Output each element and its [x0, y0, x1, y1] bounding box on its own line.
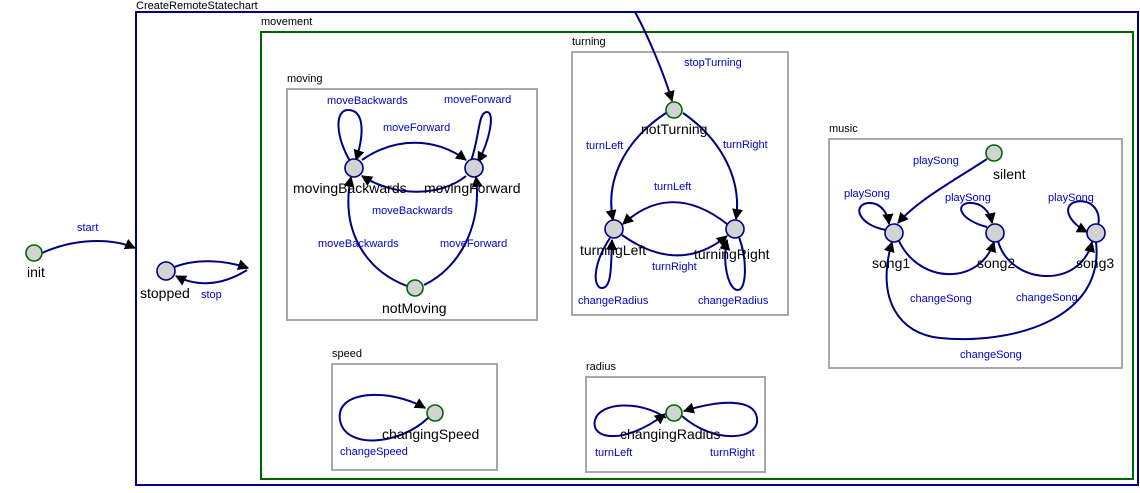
state-turningLeft[interactable]: [604, 219, 624, 239]
statechart-title: CreateRemoteStatechart: [136, 0, 258, 12]
transition-label-song2-self: playSong: [945, 192, 991, 204]
composite-label-turning: turning: [572, 36, 606, 48]
state-changingRadius[interactable]: [665, 404, 683, 422]
state-label-song3: song3: [1076, 255, 1114, 271]
transition-notMoving-to-mb[interactable]: [343, 175, 408, 287]
composite-label-movement: movement: [261, 16, 312, 28]
composite-label-music: music: [829, 123, 858, 135]
transition-label-mb-to-mf: moveForward: [383, 122, 450, 134]
composite-turning[interactable]: [571, 51, 789, 316]
transition-label-tl-self: changeRadius: [578, 295, 649, 307]
transition-label-tr-self: changeRadius: [698, 295, 769, 307]
state-init[interactable]: [25, 244, 43, 262]
transition-label-song3-self: playSong: [1048, 192, 1094, 204]
state-label-stopped: stopped: [140, 285, 190, 301]
state-label-init: init: [27, 264, 45, 280]
transition-label-tl-to-tr: turnRight: [652, 261, 697, 273]
state-silent[interactable]: [985, 144, 1003, 162]
composite-radius[interactable]: [585, 376, 766, 473]
state-song2[interactable]: [985, 223, 1005, 243]
state-label-movingBackwards: movingBackwards: [293, 180, 407, 196]
transition-label-tr-to-tl: turnLeft: [654, 181, 691, 193]
composite-speed[interactable]: [331, 363, 498, 471]
state-notMoving[interactable]: [406, 279, 424, 297]
transition-label-stop: stop: [201, 289, 222, 301]
state-label-notTurning: notTurning: [641, 121, 707, 137]
composite-label-radius: radius: [586, 361, 616, 373]
state-label-changingSpeed: changingSpeed: [382, 426, 479, 442]
transition-silent-to-song1[interactable]: [897, 158, 988, 224]
transition-song3-self[interactable]: [1067, 200, 1100, 233]
transition-radius-left[interactable]: [593, 404, 667, 438]
state-label-changingRadius: changingRadius: [620, 426, 720, 442]
state-label-song2: song2: [977, 255, 1015, 271]
transition-label-radius-left: turnLeft: [595, 447, 632, 459]
transition-notMoving-to-mf[interactable]: [423, 175, 483, 286]
state-label-song1: song1: [872, 255, 910, 271]
state-song3[interactable]: [1086, 223, 1106, 243]
transition-label-nt-to-tr: turnRight: [723, 139, 768, 151]
composite-label-speed: speed: [332, 348, 362, 360]
transition-stopped-out[interactable]: [171, 259, 250, 270]
transition-label-song2-to-song3: changeSong: [1016, 292, 1078, 304]
transition-label-stopTurning: stopTurning: [684, 57, 742, 69]
state-label-turningLeft: turningLeft: [580, 242, 646, 258]
transition-radius-right[interactable]: [681, 401, 759, 438]
transition-speed-self[interactable]: [338, 393, 429, 442]
composite-movement[interactable]: [260, 31, 1134, 480]
state-changingSpeed[interactable]: [426, 404, 444, 422]
transition-label-mf-self: moveForward: [444, 94, 511, 106]
transition-movingForward-self[interactable]: [470, 110, 492, 163]
transition-label-song3-to-song1: changeSong: [960, 349, 1022, 361]
transition-tl-to-tr[interactable]: [621, 234, 728, 257]
composite-music[interactable]: [828, 138, 1123, 369]
transition-tr-self[interactable]: [719, 236, 746, 292]
state-label-movingForward: movingForward: [424, 180, 520, 196]
transition-song2-self[interactable]: [960, 201, 996, 228]
state-label-notMoving: notMoving: [382, 300, 447, 316]
state-movingBackwards[interactable]: [344, 158, 364, 178]
transition-mf-to-mb[interactable]: [361, 175, 467, 193]
state-label-turningRight: turningRight: [694, 246, 770, 262]
transition-tl-self[interactable]: [594, 237, 618, 290]
transition-start[interactable]: [41, 239, 137, 254]
composite-label-moving: moving: [287, 73, 322, 85]
transition-label-radius-right: turnRight: [710, 447, 755, 459]
transition-label-mf-to-mb: moveBackwards: [372, 205, 453, 217]
transition-stopTurning[interactable]: [634, 11, 675, 103]
transition-label-song1-self: playSong: [844, 188, 890, 200]
transition-mb-to-mf[interactable]: [361, 141, 467, 161]
transition-song1-to-song2[interactable]: [898, 240, 997, 275]
state-song1[interactable]: [884, 223, 904, 243]
transition-nt-to-tr[interactable]: [682, 112, 743, 221]
state-turningRight[interactable]: [725, 219, 745, 239]
transition-label-start: start: [77, 222, 98, 234]
transition-label-nt-to-tl: turnLeft: [586, 140, 623, 152]
transition-label-song1-to-song2: changeSong: [910, 293, 972, 305]
transition-nt-to-tl[interactable]: [605, 112, 667, 222]
transition-song1-self[interactable]: [858, 201, 894, 231]
transition-label-nm-to-mf: moveForward: [440, 238, 507, 250]
transition-tr-to-tl[interactable]: [622, 201, 728, 225]
state-stopped[interactable]: [156, 261, 176, 281]
composite-moving[interactable]: [286, 88, 538, 321]
transition-song2-to-song3[interactable]: [997, 240, 1095, 277]
transition-label-mb-self: moveBackwards: [327, 95, 408, 107]
transition-song3-to-song1[interactable]: [883, 240, 1098, 341]
transition-stop[interactable]: [175, 269, 248, 286]
transition-label-silent-to-song1: playSong: [913, 155, 959, 167]
state-label-silent: silent: [993, 166, 1026, 182]
transition-label-speed-self: changeSpeed: [340, 446, 408, 458]
state-movingForward[interactable]: [464, 158, 484, 178]
state-notTurning[interactable]: [665, 101, 683, 119]
transition-label-nm-to-mb: moveBackwards: [318, 238, 399, 250]
transition-movingBackwards-self[interactable]: [337, 108, 365, 162]
